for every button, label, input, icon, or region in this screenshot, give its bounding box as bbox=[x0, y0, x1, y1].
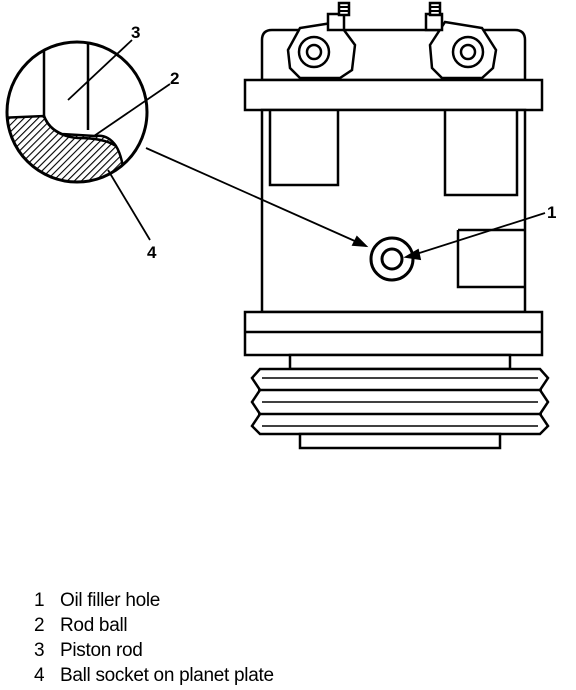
rod-ball bbox=[42, 115, 117, 148]
upper-flange bbox=[243, 78, 544, 112]
callout-numbers: 1 2 3 4 bbox=[131, 23, 556, 262]
oil-filler-hole bbox=[369, 236, 415, 282]
legend-label: Piston rod bbox=[60, 640, 143, 661]
callout-3: 3 bbox=[131, 23, 140, 42]
leader-lines bbox=[67, 39, 546, 261]
legend-number: 3 bbox=[34, 640, 45, 661]
legend-item: 4 Ball socket on planet plate bbox=[34, 663, 274, 688]
main-cylinder bbox=[260, 108, 527, 314]
legend-number: 1 bbox=[34, 590, 45, 611]
legend-label: Ball socket on planet plate bbox=[60, 665, 274, 686]
legend-item: 2 Rod ball bbox=[34, 613, 274, 638]
legend-label: Oil filler hole bbox=[60, 590, 161, 611]
lower-flange bbox=[243, 310, 544, 357]
cylinder-panels bbox=[268, 110, 525, 289]
legend-number: 4 bbox=[34, 665, 45, 686]
legend-item: 3 Piston rod bbox=[34, 638, 274, 663]
callout-1: 1 bbox=[547, 203, 556, 222]
right-fitting bbox=[424, 1, 498, 80]
callout-2: 2 bbox=[170, 69, 179, 88]
callout-4: 4 bbox=[147, 243, 157, 262]
compressor-diagram: 1 2 3 4 bbox=[5, 1, 556, 450]
legend-label: Rod ball bbox=[60, 615, 128, 636]
legend-item: 1 Oil filler hole bbox=[34, 588, 274, 613]
pulley bbox=[250, 353, 550, 450]
legend: 1 Oil filler hole 2 Rod ball 3 Piston ro… bbox=[34, 588, 274, 688]
legend-number: 2 bbox=[34, 615, 45, 636]
left-fitting bbox=[286, 1, 357, 80]
compressor-body bbox=[243, 28, 544, 357]
